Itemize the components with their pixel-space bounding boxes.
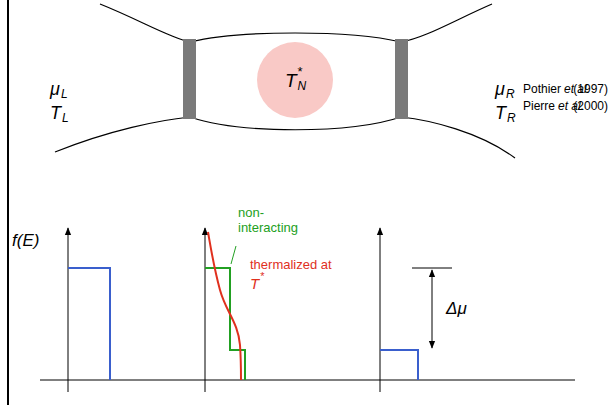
delta-mu-label: Δμ bbox=[446, 300, 467, 317]
tunnel-barrier bbox=[395, 39, 408, 119]
non-interacting-curve bbox=[205, 268, 245, 380]
subscript: R bbox=[507, 112, 516, 124]
right-distribution bbox=[380, 350, 418, 380]
delta-mu-arrow bbox=[432, 270, 433, 348]
superscript: * bbox=[260, 271, 264, 282]
axis-label: f(E) bbox=[12, 232, 39, 249]
f-axis bbox=[205, 228, 206, 392]
citation-author: Pothier bbox=[523, 83, 561, 95]
energy-axis bbox=[40, 380, 575, 381]
citation-author: Pierre bbox=[523, 100, 555, 112]
citation-year: (2000) bbox=[573, 100, 608, 112]
subscript: L bbox=[62, 112, 69, 124]
island-circle: T* N bbox=[257, 42, 333, 118]
subscript: N bbox=[298, 80, 307, 92]
subscript: R bbox=[506, 88, 515, 100]
left-distribution bbox=[68, 268, 110, 380]
wire-top bbox=[100, 4, 492, 42]
chemical-potential: μ bbox=[50, 80, 60, 98]
temperature-symbol: T bbox=[285, 71, 297, 90]
curve-label: non-interacting bbox=[238, 206, 320, 236]
temperature-symbol: T bbox=[50, 104, 61, 122]
wire-bottom bbox=[55, 117, 515, 158]
superscript: * bbox=[298, 65, 303, 78]
temperature-symbol: T bbox=[495, 104, 506, 122]
thermalized-curve bbox=[208, 232, 241, 380]
frame-line bbox=[7, 0, 9, 405]
level-tick bbox=[412, 268, 452, 269]
temperature-symbol: T bbox=[250, 276, 259, 291]
citation-year: (1997) bbox=[573, 83, 608, 95]
chemical-potential: μ bbox=[495, 80, 505, 98]
leader-line bbox=[231, 246, 236, 264]
subscript: L bbox=[61, 88, 68, 100]
f-axis bbox=[380, 228, 381, 392]
curve-label: thermalized at bbox=[250, 258, 332, 271]
tunnel-barrier bbox=[183, 39, 196, 119]
f-axis bbox=[68, 228, 69, 392]
